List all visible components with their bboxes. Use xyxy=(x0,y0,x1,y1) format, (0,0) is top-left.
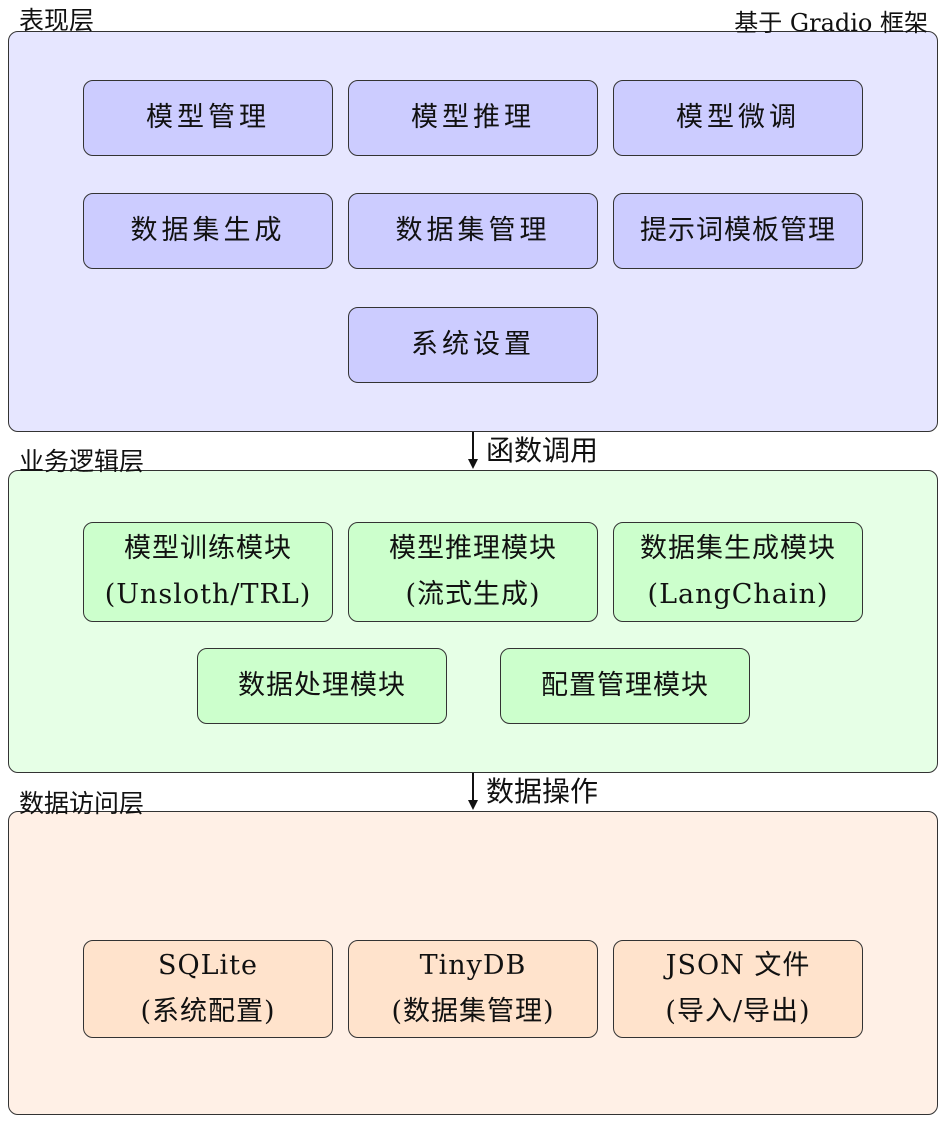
module-model-inference-engine: 模型推理模块 (流式生成) xyxy=(348,522,598,622)
module-data-processing: 数据处理模块 xyxy=(197,648,447,724)
store-sqlite-detail: (系统配置) xyxy=(140,996,276,1027)
module-dataset-generation: 数据集生成 xyxy=(83,193,333,269)
module-dataset-management: 数据集管理 xyxy=(348,193,598,269)
module-prompt-template-management: 提示词模板管理 xyxy=(613,193,863,269)
store-json-files-detail: (导入/导出) xyxy=(665,996,811,1027)
module-system-settings: 系统设置 xyxy=(348,307,598,383)
store-json-files: JSON 文件 (导入/导出) xyxy=(613,940,863,1038)
data-operation-arrow xyxy=(468,773,478,811)
module-dataset-generation-engine: 数据集生成模块 (LangChain) xyxy=(613,522,863,622)
store-sqlite: SQLite (系统配置) xyxy=(83,940,333,1038)
module-model-management: 模型管理 xyxy=(83,80,333,156)
module-model-training-name: 模型训练模块 xyxy=(124,533,292,564)
data-operation-label: 数据操作 xyxy=(486,775,599,808)
store-tinydb: TinyDB (数据集管理) xyxy=(348,940,598,1038)
business-logic-layer-title: 业务逻辑层 xyxy=(19,447,145,476)
module-model-inference: 模型推理 xyxy=(348,80,598,156)
presentation-layer-title: 表现层 xyxy=(19,6,95,35)
framework-note: 基于 Gradio 框架 xyxy=(734,9,928,37)
store-json-files-name: JSON 文件 xyxy=(665,950,811,981)
store-tinydb-name: TinyDB xyxy=(419,950,527,981)
module-model-training: 模型训练模块 (Unsloth/TRL) xyxy=(83,522,333,622)
store-tinydb-detail: (数据集管理) xyxy=(391,996,555,1027)
module-model-inference-engine-detail: (流式生成) xyxy=(405,579,541,610)
module-model-finetune: 模型微调 xyxy=(613,80,863,156)
module-config-management: 配置管理模块 xyxy=(500,648,750,724)
function-call-label: 函数调用 xyxy=(486,434,599,467)
module-dataset-generation-engine-name: 数据集生成模块 xyxy=(640,533,836,564)
function-call-arrow xyxy=(468,432,478,470)
data-access-layer-title: 数据访问层 xyxy=(19,789,145,818)
store-sqlite-name: SQLite xyxy=(157,950,259,981)
module-dataset-generation-engine-detail: (LangChain) xyxy=(647,579,829,610)
module-model-training-detail: (Unsloth/TRL) xyxy=(104,579,312,610)
module-model-inference-engine-name: 模型推理模块 xyxy=(389,533,557,564)
